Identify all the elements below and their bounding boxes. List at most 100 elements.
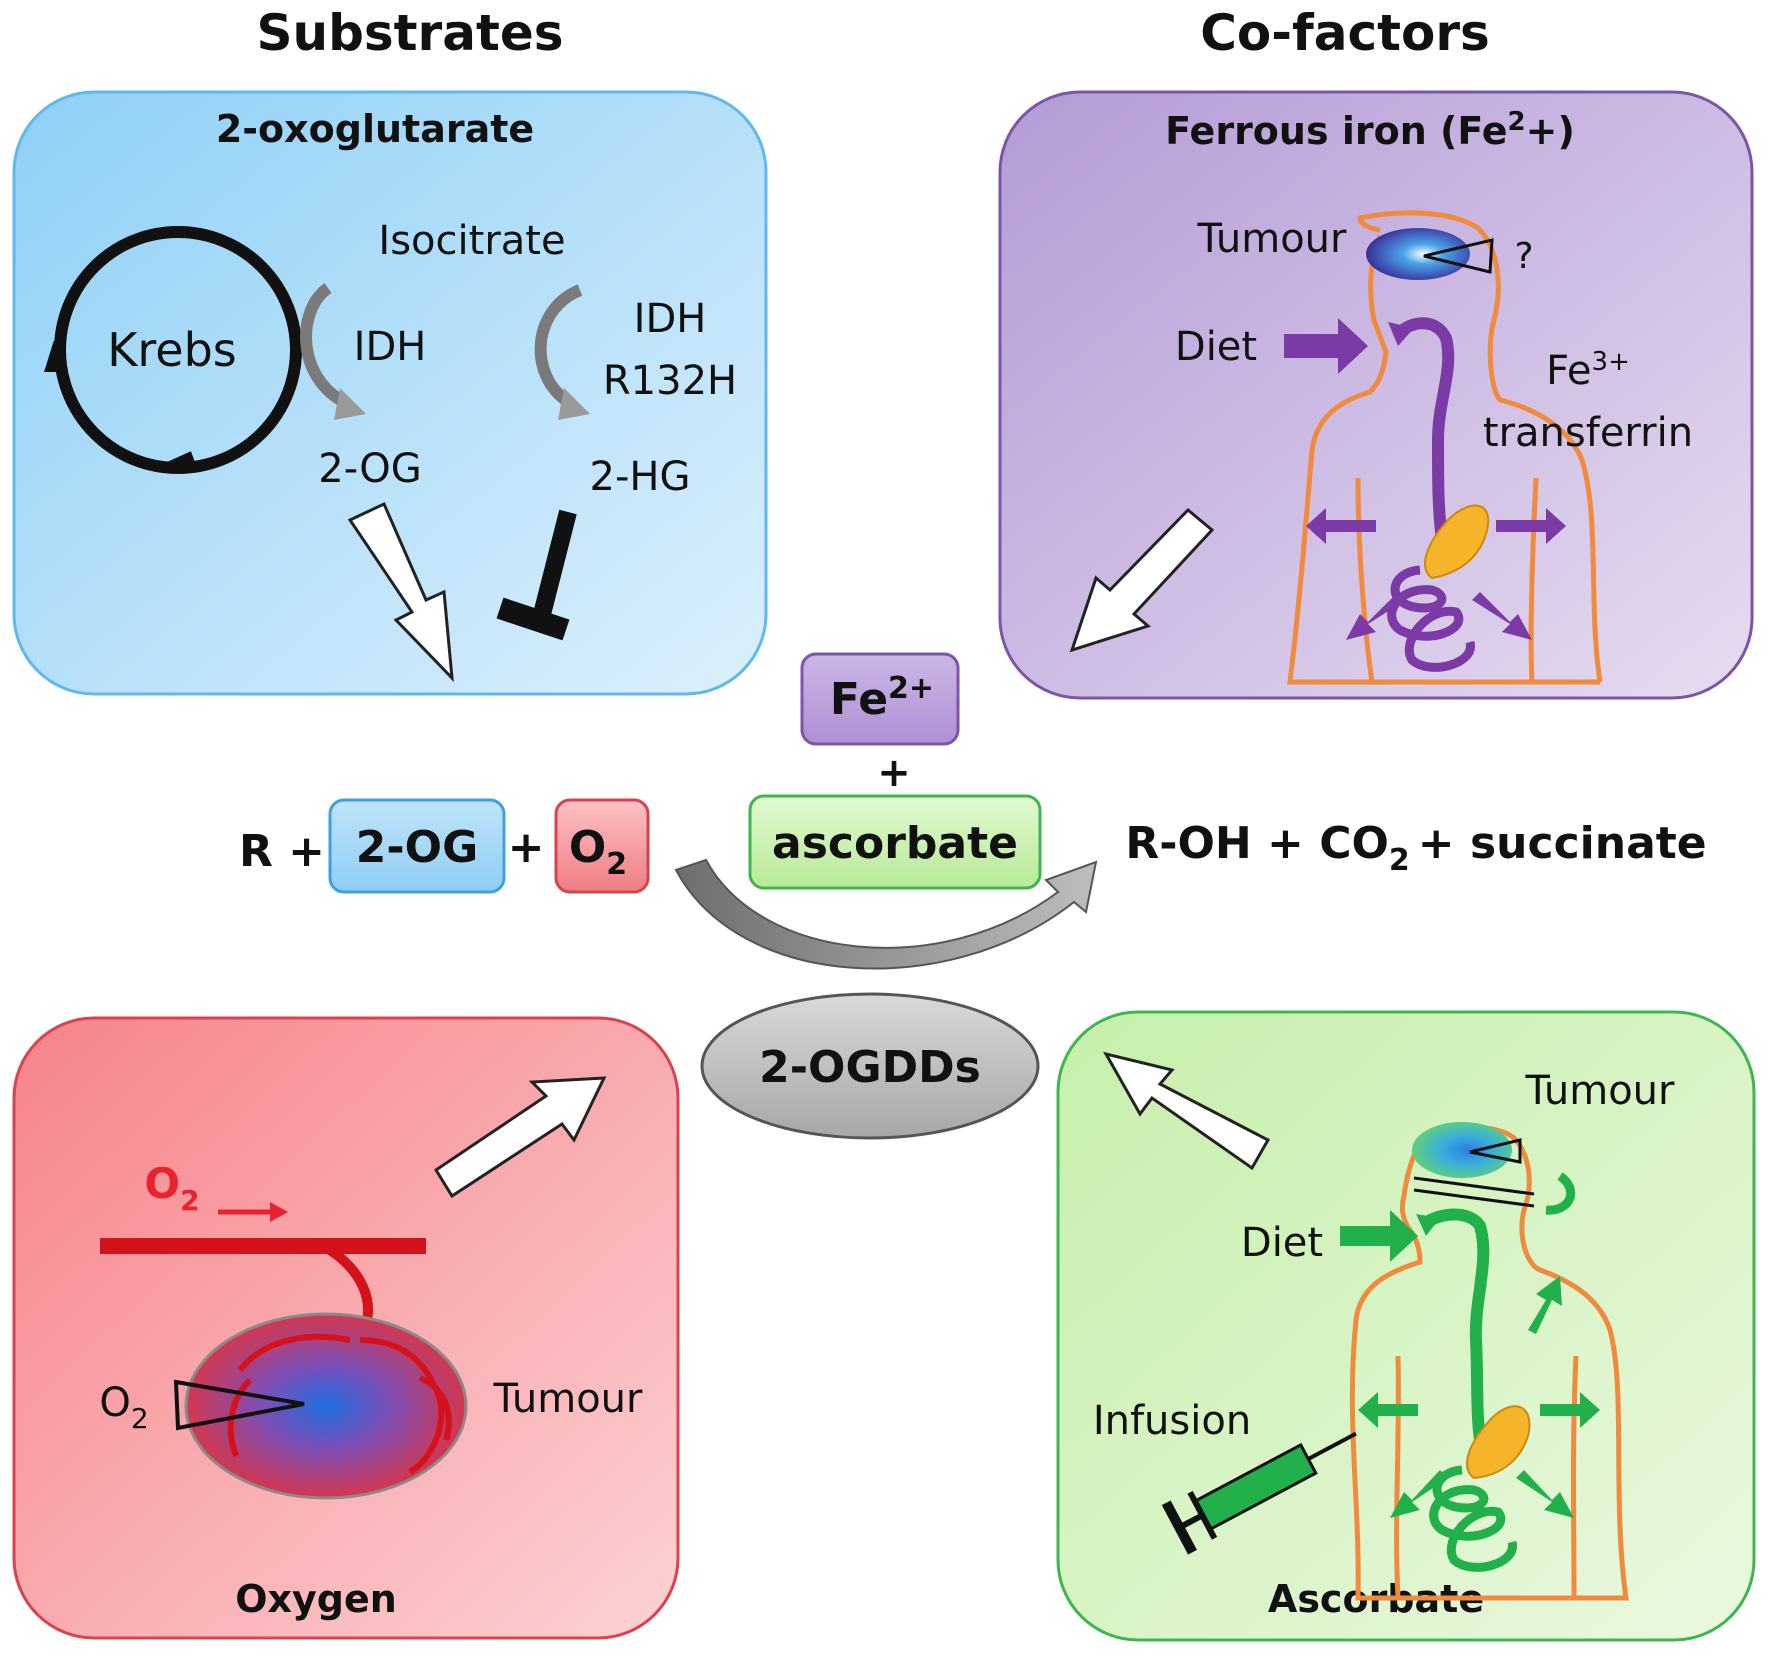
panel-2og-bg [12, 90, 768, 696]
iron-fe3-sup: 3+ [1592, 347, 1630, 377]
oxygen-tumour [184, 1312, 468, 1500]
2og-white-arrow [347, 501, 454, 683]
reaction-fe-base: Fe [830, 674, 888, 725]
iron-fe3-label: Fe3+ [1546, 347, 1630, 394]
2hg-inhibit-bar [496, 597, 570, 641]
reaction-o2-base: O [569, 822, 606, 873]
idh-mutant-arrowhead [558, 388, 590, 420]
reaction-products-sub: 2 [1389, 843, 1410, 878]
reaction-plus2: + [877, 750, 911, 796]
krebs-arrowhead-left [44, 340, 62, 372]
ascorbate-barrier-line-1 [1413, 1176, 1535, 1196]
ascorbate-gut-tube [1420, 1208, 1490, 1441]
ascorbate-diet-arrow [1340, 1210, 1418, 1262]
iron-dist-arrow-left [1306, 508, 1376, 544]
iron-gut-tube [1393, 317, 1455, 541]
panel-iron-title: Ferrous iron (Fe2+) [1165, 107, 1575, 153]
iron-fe3-base: Fe [1546, 348, 1591, 394]
oxygen-white-arrow [433, 1076, 607, 1199]
2hg-inhibit-stem [531, 509, 577, 625]
oxygen-o2-incoming-base: O [144, 1159, 180, 1208]
reaction-fe-text: Fe2+ [830, 671, 934, 725]
reaction-o2-box [554, 798, 650, 894]
oxygen-tumour-o2-base: O [99, 1380, 130, 1426]
iron-tumour-wedge [1423, 238, 1494, 274]
oxygen-tumour-label: Tumour [493, 1376, 644, 1422]
oxygen-tumour-vessels [227, 1333, 452, 1475]
idh-mutant-label-line1: IDH [634, 296, 707, 342]
ascorbate-tumour [1412, 1122, 1512, 1178]
iron-dist-arrow-right [1496, 508, 1566, 544]
reaction-products-head: R-OH + CO [1125, 818, 1389, 869]
ascorbate-dist-arrow-left [1358, 1392, 1418, 1428]
ascorbate-tumour-wedge [1469, 1138, 1522, 1164]
ascorbate-recycle-arrow [1545, 1172, 1576, 1215]
iron-white-arrow [1069, 507, 1215, 653]
ascorbate-intestine [1429, 1465, 1517, 1572]
ascorbate-dist-arrow-right [1540, 1392, 1600, 1428]
reaction-2og-text: 2-OG [356, 822, 478, 873]
panel-ferrous-iron: Ferrous iron (Fe2+) Tumour ? Diet Fe3+ t… [998, 90, 1754, 700]
oxygen-o2-incoming-sub: 2 [180, 1184, 199, 1217]
ascorbate-infusion-label: Infusion [1093, 1398, 1251, 1444]
ascorbate-gut-arrowhead [1416, 1214, 1440, 1236]
iron-stomach [1424, 504, 1489, 580]
iron-question-label: ? [1514, 236, 1533, 277]
reaction-products: R-OH + CO2+ succinate [1125, 818, 1706, 878]
iron-tumour [1366, 228, 1470, 280]
iron-title-pre: Ferrous iron (Fe [1165, 109, 1507, 153]
reaction-curved-arrow [674, 858, 1098, 970]
ascorbate-tumour-label: Tumour [1525, 1068, 1676, 1114]
krebs-cycle-ring [54, 226, 302, 474]
ascorbate-white-arrow [1102, 1051, 1271, 1171]
iron-body-outline [1287, 210, 1603, 685]
reaction-o2-text: O2 [569, 822, 627, 882]
ascorbate-barrier-line-2 [1413, 1188, 1535, 1208]
reaction-ascorbate-box [748, 794, 1042, 890]
iron-title-sup: 2 [1508, 107, 1526, 137]
idh-mutant-curved-arrow [534, 284, 583, 410]
reaction-equation: R + 2-OG + O2 Fe2+ + ascorbate R-OH + CO… [239, 652, 1707, 1140]
ascorbate-dist-arrow-down-left [1390, 1470, 1448, 1518]
syringe-needle [1307, 1431, 1357, 1461]
iron-dist-arrow-down-left [1346, 592, 1406, 640]
krebs-arrowhead-bottom [165, 451, 199, 472]
ascorbate-dist-arrow-down-right [1516, 1470, 1574, 1518]
reaction-ascorbate-text: ascorbate [772, 818, 1018, 869]
panel-2og-title: 2-oxoglutarate [216, 107, 534, 151]
reaction-o2-sub: 2 [606, 847, 627, 882]
syringe-flange [1187, 1490, 1218, 1540]
iron-transferrin-label: transferrin [1483, 410, 1693, 456]
panel-oxygen-title: Oxygen [235, 1577, 397, 1621]
krebs-label: Krebs [107, 323, 237, 377]
enzyme-2ogdds-ellipse [700, 992, 1040, 1140]
reaction-fe-sup: 2+ [888, 671, 934, 706]
reaction-plus1: + [508, 822, 545, 873]
ascorbate-up-arrow [1528, 1276, 1562, 1334]
isocitrate-label: Isocitrate [378, 218, 565, 264]
oxygen-gradient-wedge [173, 1379, 305, 1431]
reaction-products-tail: + succinate [1418, 818, 1707, 869]
heading-cofactors: Co-factors [1200, 4, 1490, 62]
enzyme-2ogdds-label: 2-OGDDs [759, 1042, 981, 1093]
reaction-r-plus: R + [239, 826, 325, 877]
idh-arrowhead [334, 388, 366, 420]
2hg-product-label: 2-HG [590, 454, 691, 500]
iron-dist-arrow-down-right [1472, 592, 1532, 640]
iron-diet-label: Diet [1175, 324, 1257, 370]
idh-mutant-label-line2: R132H [603, 358, 737, 404]
ascorbate-stomach [1466, 1405, 1531, 1480]
ascorbate-syringe [1161, 1431, 1357, 1555]
syringe-plunger-cap [1161, 1500, 1197, 1555]
panel-ascorbate: Ascorbate Tumour Diet Infusion [1056, 1010, 1756, 1642]
panel-2-oxoglutarate: 2-oxoglutarate Krebs Isocitrate IDH IDH … [12, 90, 768, 696]
oxygen-o2-incoming: O2 [144, 1159, 199, 1217]
oxygen-red-arrowhead [270, 1202, 288, 1222]
iron-gut-arrowhead [1388, 322, 1414, 346]
idh-curved-arrow [300, 283, 351, 410]
oxygen-tumour-o2: O2 [99, 1380, 148, 1435]
iron-diet-arrow [1284, 318, 1368, 374]
iron-title-post: +) [1526, 109, 1575, 153]
reaction-fe-box [800, 652, 960, 746]
